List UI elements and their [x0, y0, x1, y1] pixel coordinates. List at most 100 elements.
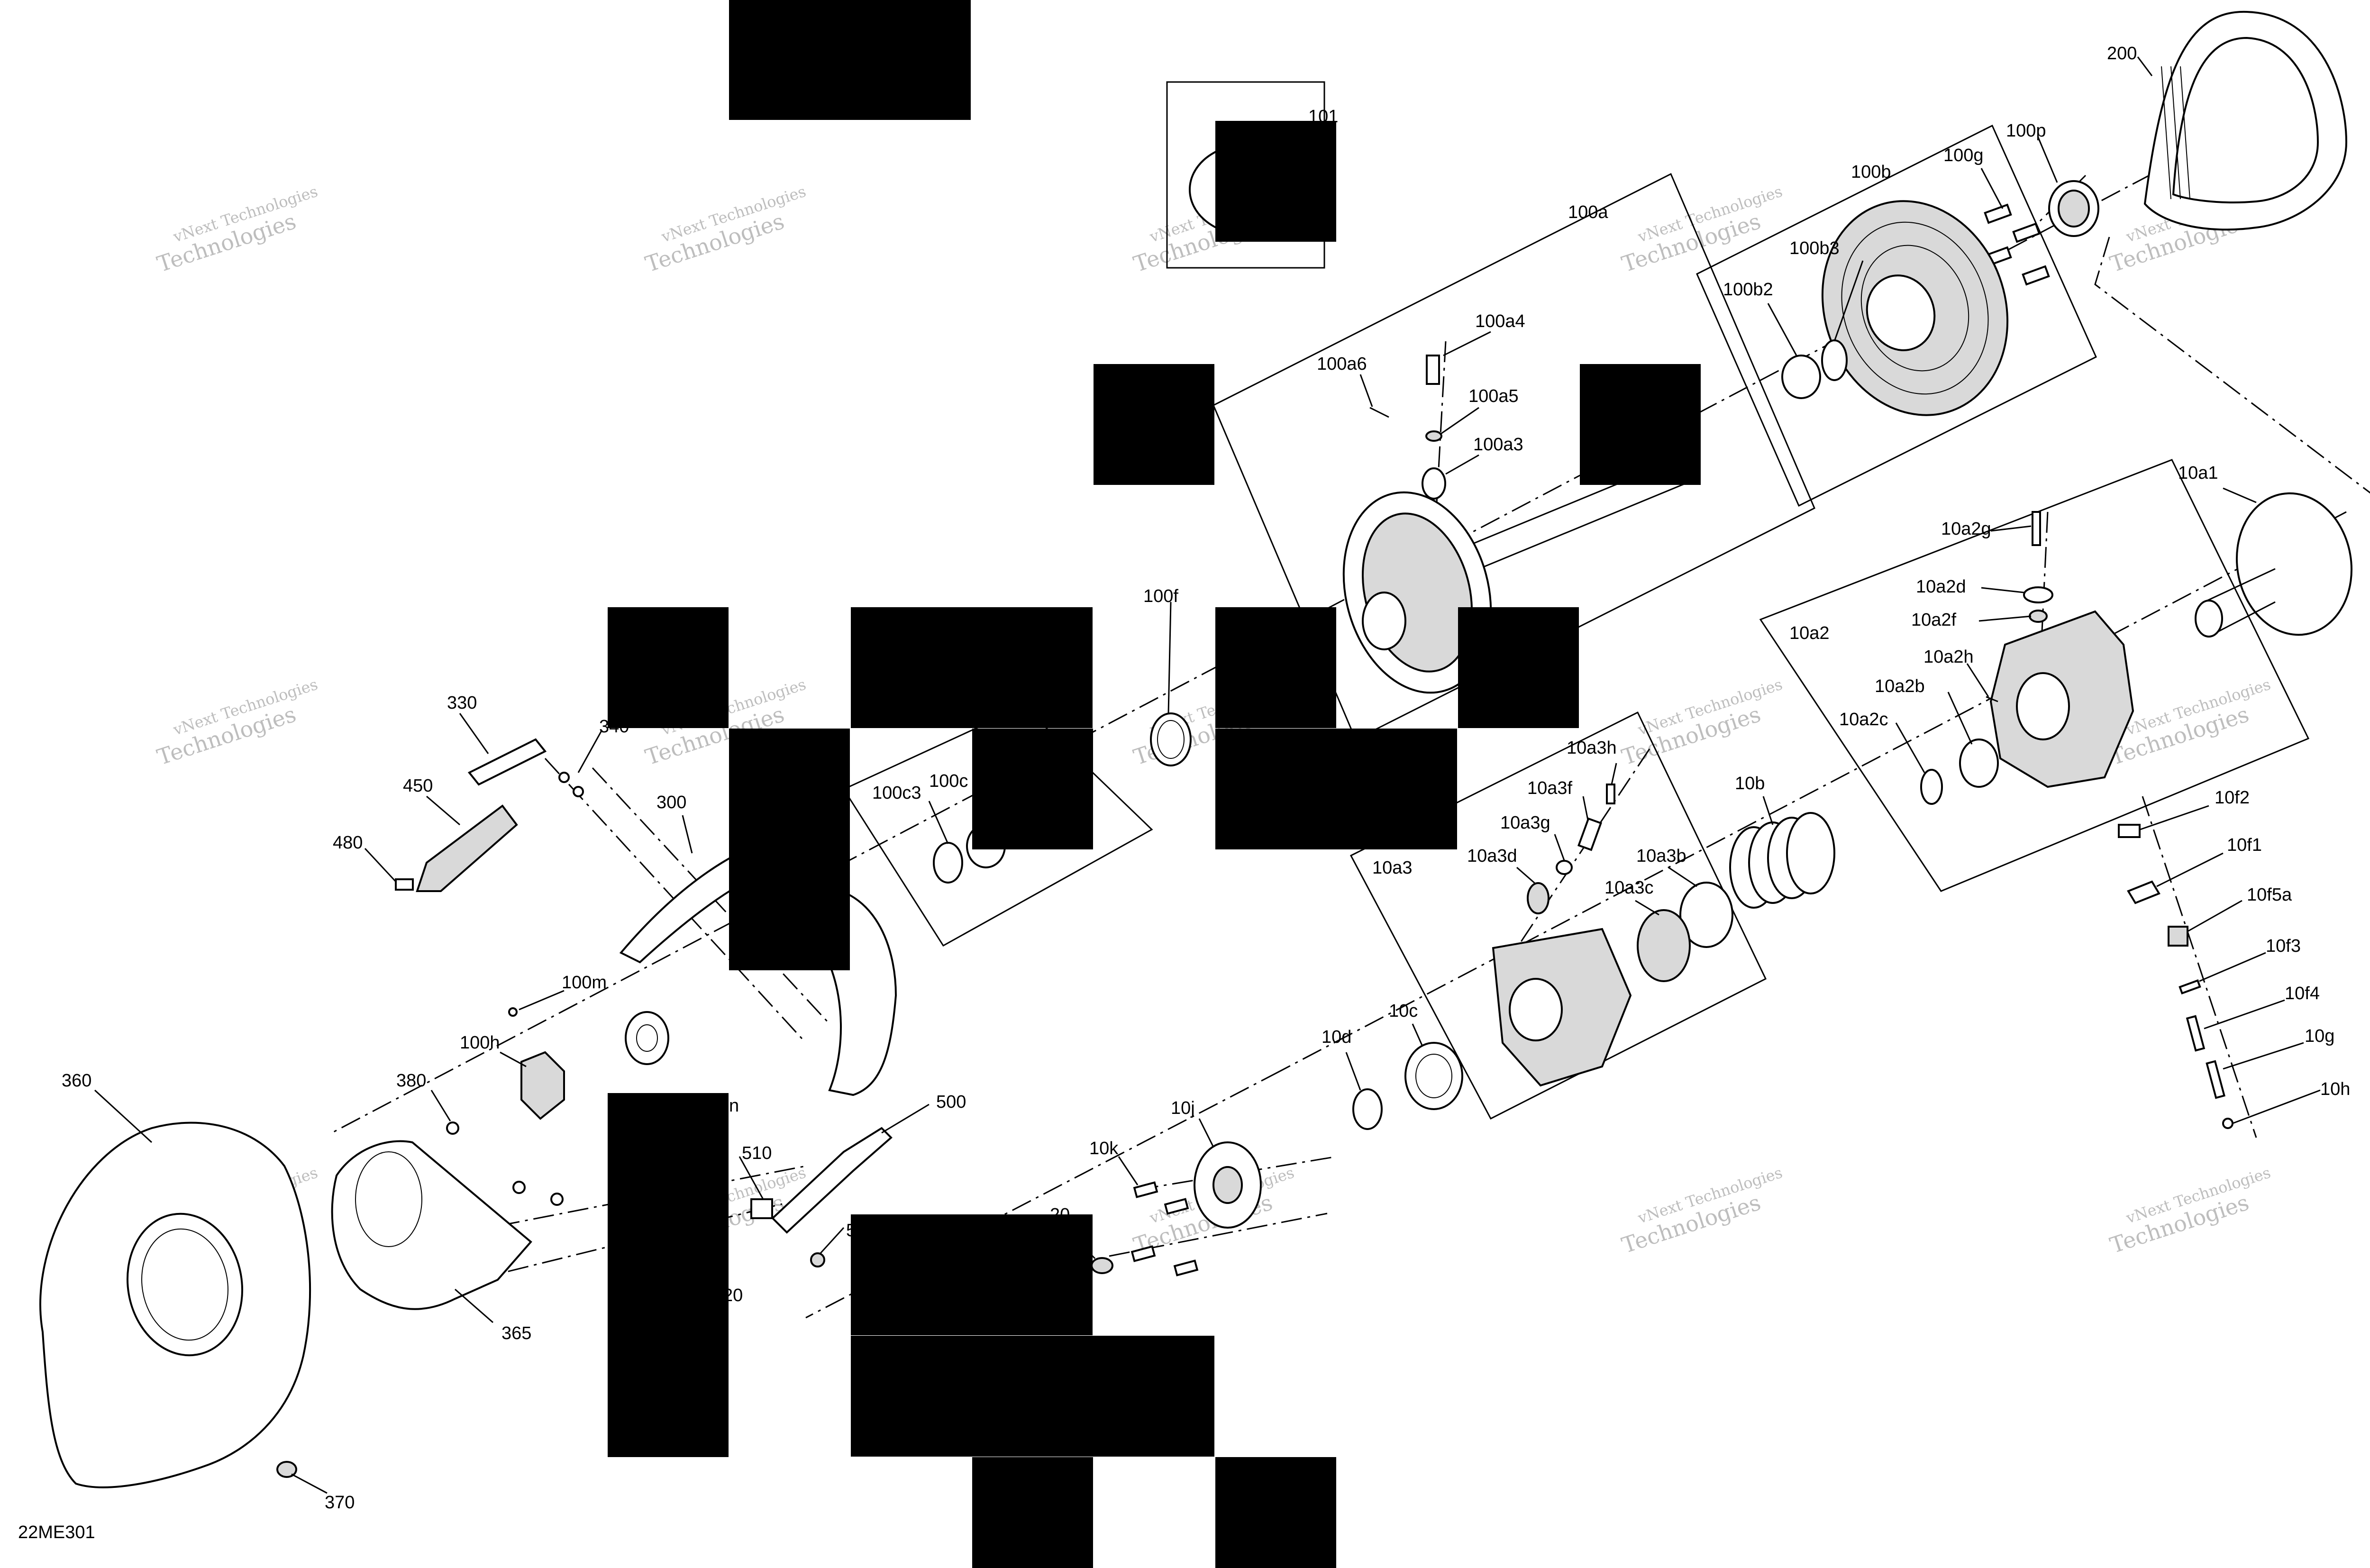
hub-line [2204, 568, 2276, 603]
callout-10f2: 10f2 [2215, 788, 2250, 808]
callout-10a3: 10a3 [1372, 858, 1413, 878]
screw-10k [1133, 1181, 1158, 1198]
ring-10a2c [1920, 769, 1943, 805]
redaction-block [851, 1336, 1214, 1457]
sensor-harness-500 [771, 1127, 893, 1234]
bushing-100b2 [1781, 355, 1821, 399]
redaction-block [729, 0, 971, 120]
bearing-10c [1404, 1042, 1463, 1110]
spider-10a2 [1989, 610, 2134, 788]
bracket-510 [750, 1198, 773, 1219]
roller-10a3d [1527, 882, 1550, 914]
cover-10j [1194, 1141, 1262, 1229]
redaction-block [972, 729, 1093, 849]
redaction-block [608, 1093, 729, 1457]
bearing-inner [1415, 1054, 1452, 1098]
leader [1978, 615, 2032, 622]
callout-100c: 100c [929, 771, 968, 791]
redaction-block [851, 1214, 1093, 1335]
watermark: vNext Technologies Technologies [154, 675, 320, 770]
callout-10f5a: 10f5a [2247, 885, 2292, 905]
callout-10a2b: 10a2b [1875, 676, 1925, 696]
callout-10f1: 10f1 [2227, 835, 2262, 855]
cover-opening-inner [141, 1228, 228, 1341]
clip-10h [2222, 1118, 2233, 1129]
redaction-block [1215, 121, 1336, 242]
callout-10f3: 10f3 [2266, 936, 2301, 956]
leader [819, 1227, 845, 1255]
callout-10a3h: 10a3h [1567, 738, 1617, 758]
box-100b [1696, 124, 2097, 507]
screw [2022, 265, 2050, 286]
screw-380 [446, 1121, 459, 1135]
sliding-sheave-10a1 [2195, 492, 2353, 638]
callout-100m: 100m [562, 973, 607, 993]
leader [1895, 722, 1925, 773]
callout-10g: 10g [2305, 1026, 2334, 1046]
spring-coil [1786, 812, 1835, 894]
sheave-hub [1866, 274, 1936, 351]
ring-inner [1157, 720, 1185, 759]
callout-10j: 10j [1171, 1098, 1195, 1118]
cover-360 [39, 1121, 311, 1488]
watermark: vNext Technologies Technologies [154, 182, 320, 277]
leader [1947, 692, 1973, 745]
leader [500, 1051, 527, 1067]
cover-hub [1212, 1166, 1243, 1204]
leader [1167, 602, 1172, 714]
leader [1516, 866, 1536, 885]
leader [881, 1103, 930, 1134]
axis-340 [592, 767, 830, 1025]
leader [1582, 796, 1589, 820]
leader [1990, 525, 2032, 532]
callout-10a1: 10a1 [2178, 463, 2218, 483]
callout-10a2d: 10a2d [1916, 577, 1966, 597]
leader [1611, 763, 1617, 785]
callout-labels: 101 200 100p 100g 100b 100a 100b3 100b2 … [62, 44, 2350, 1513]
redaction-blocks [608, 0, 1701, 1568]
leader [1359, 374, 1373, 407]
drive-belt-200 [2143, 10, 2348, 231]
leader [1981, 587, 2024, 593]
ring-100b3 [1821, 339, 1848, 381]
callout-450: 450 [403, 776, 433, 796]
callout-300: 300 [656, 793, 686, 812]
leader [459, 713, 489, 754]
leader [682, 815, 693, 854]
leader [738, 1156, 764, 1200]
axis-main-left [331, 757, 1043, 1134]
bearing-100p [2048, 180, 2099, 237]
leader [2232, 1089, 2321, 1124]
callout-365: 365 [501, 1323, 531, 1343]
bracket-330 [467, 738, 547, 786]
leader [2037, 137, 2058, 183]
callout-100a4: 100a4 [1475, 311, 1525, 331]
callout-10f4: 10f4 [2285, 984, 2320, 1003]
callout-100a3: 100a3 [1473, 435, 1523, 455]
ring-10a3c [1637, 909, 1691, 982]
redaction-block [1580, 364, 1701, 485]
redaction-block [1215, 729, 1457, 849]
leader [1966, 663, 1989, 697]
redaction-block [1094, 364, 1214, 485]
callout-10a3b: 10a3b [1636, 846, 1686, 866]
callout-10a3f: 10a3f [1527, 778, 1573, 798]
hub-line [2211, 601, 2276, 636]
callout-10a3g: 10a3g [1500, 813, 1550, 833]
spider-10a3 [1492, 928, 1632, 1087]
hub-end [2195, 600, 2223, 638]
leader [1412, 1023, 1423, 1046]
leader [519, 990, 565, 1011]
belt-teeth [2161, 66, 2190, 200]
sheave-ring [1841, 221, 1989, 395]
leader [1443, 331, 1491, 356]
pulley-bore [1362, 592, 1406, 650]
callout-500: 500 [936, 1092, 966, 1112]
leader [1668, 866, 1697, 887]
redaction-block [1458, 607, 1579, 728]
screw [1984, 203, 2012, 224]
leader [2223, 487, 2257, 503]
parts [39, 10, 2353, 1488]
diagram-id: 22ME301 [18, 1522, 95, 1542]
